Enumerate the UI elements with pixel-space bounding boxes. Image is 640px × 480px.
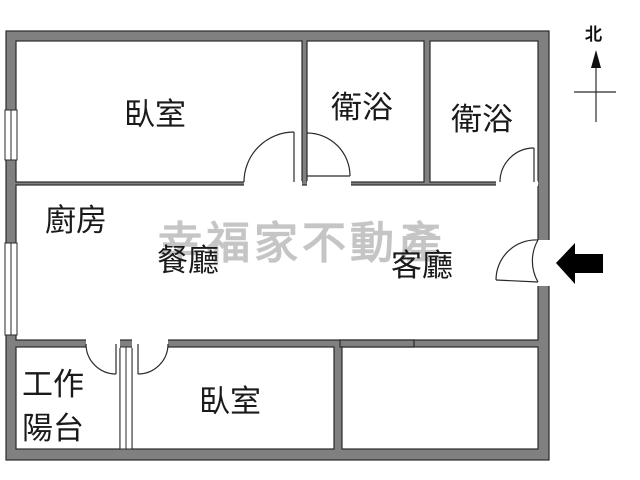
room-bedroom-south <box>131 346 335 450</box>
entrance-arrow-icon <box>556 243 603 284</box>
door-balcony <box>85 343 117 375</box>
room-balcony <box>15 346 121 450</box>
label-dining: 餐廳 <box>157 243 219 279</box>
room-east-south <box>341 346 539 450</box>
watermark: 幸福家不動產 <box>158 218 446 269</box>
room-bath-east <box>429 40 539 183</box>
door-gap-balcony <box>86 339 120 348</box>
door-gap-entrance <box>537 240 550 286</box>
label-balcony-line1: 工作 <box>22 367 84 403</box>
label-bedroom-south: 臥室 <box>199 384 261 420</box>
door-bedroom-north <box>243 131 295 183</box>
door-bedroom-south <box>137 343 169 375</box>
door-gap-bath-west <box>307 181 351 186</box>
label-bedroom-north: 臥室 <box>124 97 186 133</box>
label-bath-east: 衛浴 <box>451 102 513 138</box>
label-living: 客廳 <box>391 248 453 284</box>
label-balcony-line2: 陽台 <box>22 411 84 447</box>
door-gap-bedroom-north <box>244 181 302 186</box>
door-entrance-leaf <box>495 279 539 283</box>
door-gap-bedroom-south <box>132 339 168 348</box>
door-bath-west <box>306 132 351 177</box>
north-arrow-head <box>591 50 601 68</box>
label-kitchen: 廚房 <box>45 203 107 239</box>
door-gap-bath-east <box>496 181 538 186</box>
door-bath-east <box>499 147 535 183</box>
door-entrance-swing <box>495 239 539 281</box>
partition-wall <box>339 339 415 348</box>
north-label: 北 <box>585 25 602 45</box>
label-bath-west: 衛浴 <box>331 90 393 126</box>
door-entrance <box>531 239 539 283</box>
room-main-hall <box>15 184 539 341</box>
room-bedroom-north <box>15 40 303 183</box>
room-bath-west <box>306 40 425 183</box>
